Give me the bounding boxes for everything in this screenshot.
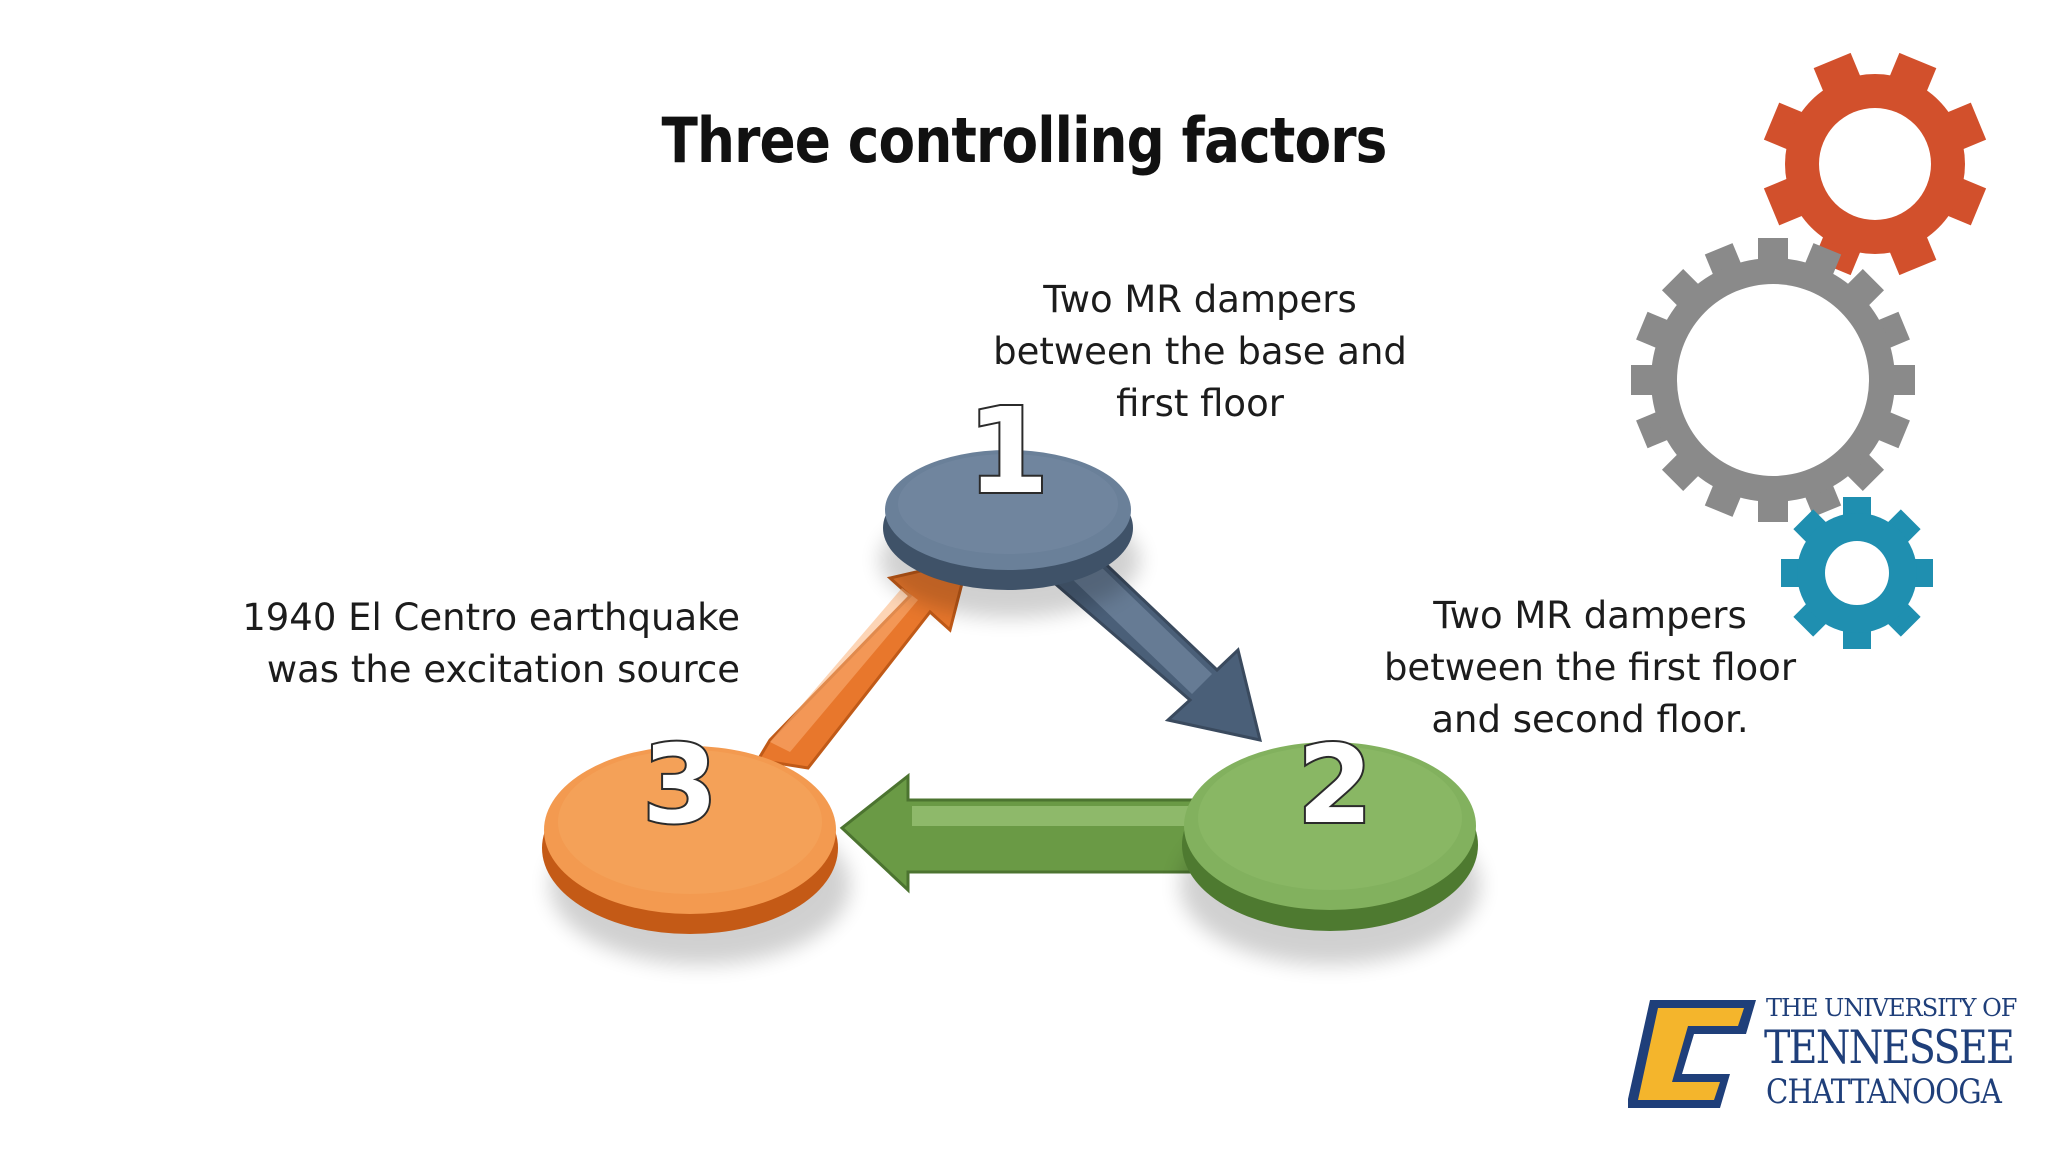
gear-icon-orange bbox=[1763, 52, 1987, 276]
node-3-label: 1940 El Centro earthquake was the excita… bbox=[242, 596, 740, 691]
node-number-2: 2 bbox=[1297, 723, 1372, 848]
gear-icon-gray bbox=[1631, 238, 1915, 522]
logo-text-line3: CHATTANOOGA bbox=[1766, 1072, 2002, 1112]
slide-title: Three controlling factors bbox=[661, 104, 1387, 177]
logo-text-line2: TENNESSEE bbox=[1764, 1020, 2015, 1074]
node-1: 1 bbox=[880, 380, 1140, 618]
node-number-1: 1 bbox=[967, 382, 1049, 520]
node-number-3: 3 bbox=[642, 723, 717, 848]
node-1-label: Two MR dampers between the base and firs… bbox=[993, 278, 1407, 425]
node-3: 3 bbox=[542, 721, 850, 965]
gear-icon-blue bbox=[1781, 497, 1933, 649]
logo-c-mark bbox=[1628, 1000, 1756, 1108]
node-2-label: Two MR dampers between the first floor a… bbox=[1383, 594, 1797, 741]
university-logo: THE UNIVERSITY OF TENNESSEE CHATTANOOGA bbox=[1628, 984, 2028, 1134]
node-2: 2 bbox=[1180, 721, 1480, 965]
arrow-2-to-3 bbox=[839, 772, 1202, 894]
logo-text-line1: THE UNIVERSITY OF bbox=[1766, 994, 2017, 1022]
